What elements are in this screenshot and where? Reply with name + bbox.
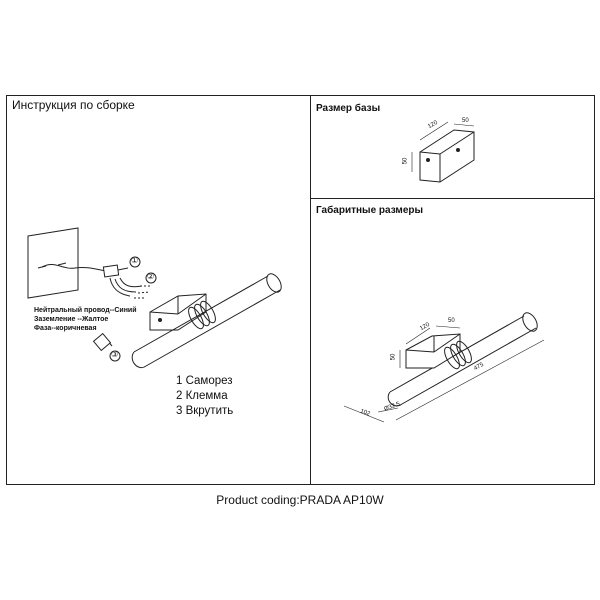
callout-circle-3	[109, 350, 121, 362]
diagram-frame	[6, 95, 595, 485]
callout-label-2: ②	[147, 272, 155, 281]
screw-drawing	[92, 332, 113, 352]
wires-drawing	[102, 264, 152, 299]
base-dim-width: 50	[462, 118, 469, 124]
panel-divider-horizontal	[310, 198, 595, 199]
step-2: 2 Клемма	[176, 390, 228, 402]
tube-lamp-drawing	[131, 273, 282, 368]
panel-divider-vertical	[310, 95, 311, 485]
wire-label-ground: Заземление --Жалтое	[34, 316, 109, 323]
overall-dim-base-width: 50	[448, 318, 455, 324]
base-size-title: Размер базы	[316, 103, 381, 114]
wall-plate-drawing	[27, 227, 113, 299]
callout-circle-2	[145, 272, 157, 284]
base-box-drawing	[411, 121, 475, 183]
wire-label-phase: Фаза--коричневая	[34, 325, 97, 332]
overall-lamp-drawing	[343, 312, 545, 423]
callout-label-1: ①	[131, 256, 139, 265]
overall-dim-base-height: 50	[390, 353, 397, 361]
callout-label-3: ③	[111, 350, 119, 359]
wire-label-neutral: Нейтральный провод--Синий	[34, 307, 137, 314]
step-1: 1 Саморез	[176, 375, 233, 387]
base-dim-height: 50	[402, 157, 409, 165]
assembly-instructions-title: Инструкция по сборке	[12, 98, 135, 112]
product-coding: Product coding:PRADA AP10W	[216, 493, 384, 507]
step-3: 3 Вкрутить	[176, 405, 234, 417]
overall-dimensions-title: Габаритные размеры	[316, 205, 424, 216]
callout-circle-1	[129, 256, 141, 268]
